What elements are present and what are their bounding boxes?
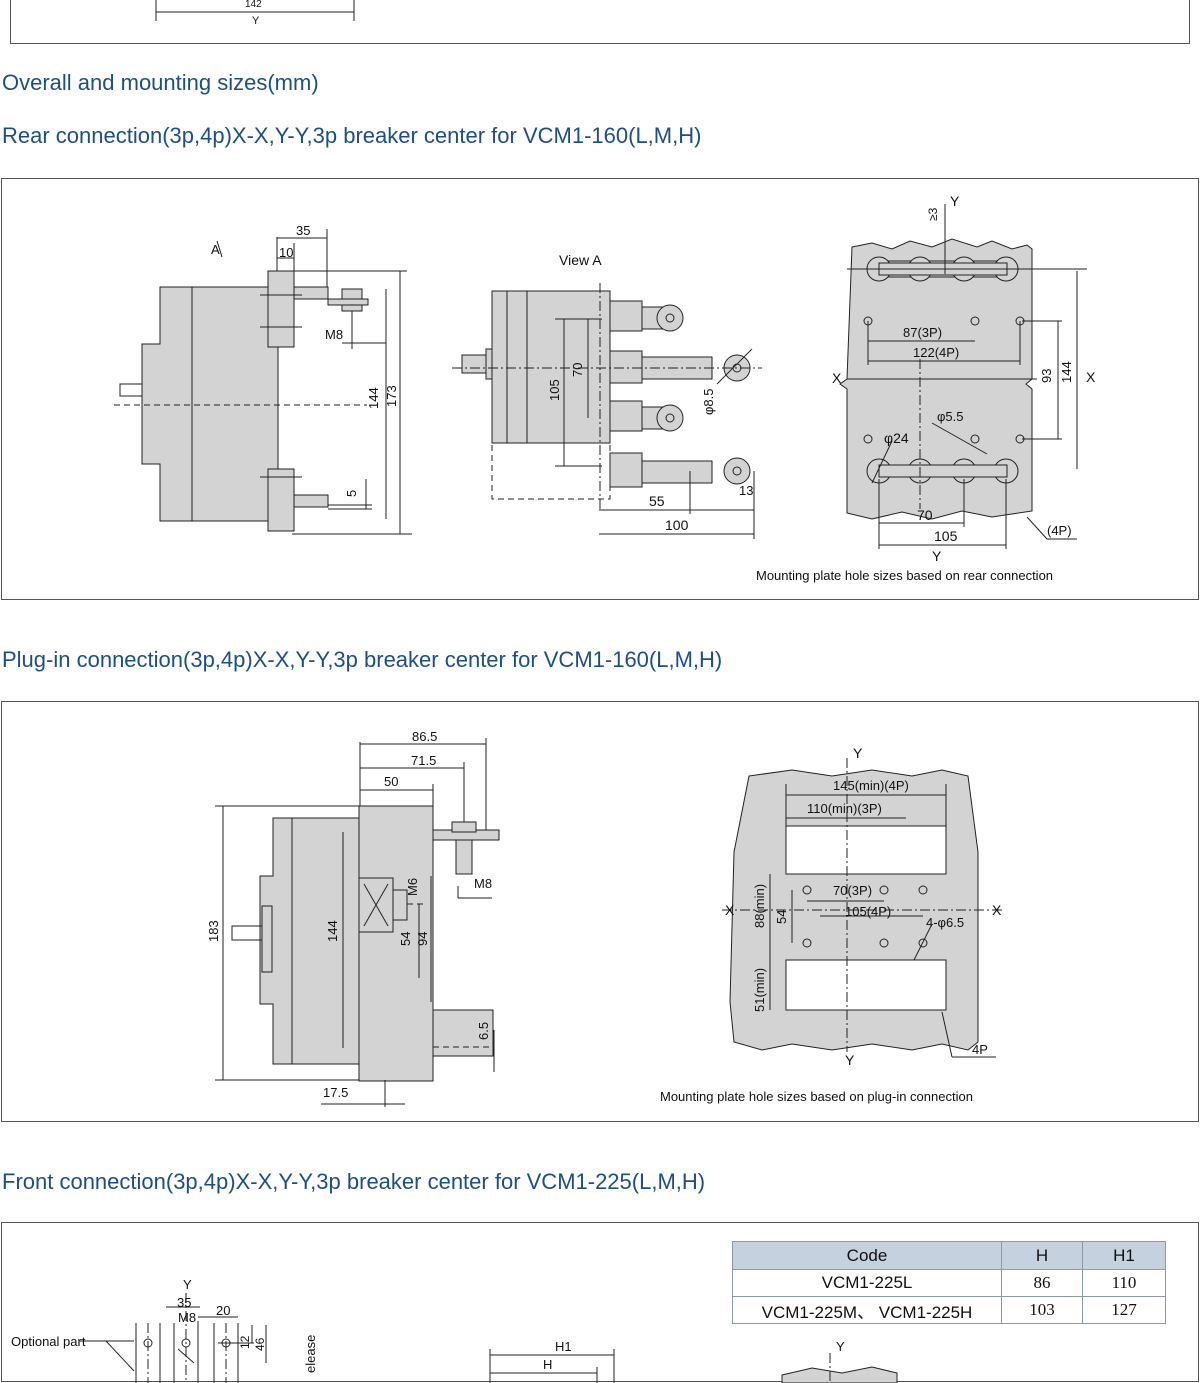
plugin-dim-54: 54 bbox=[398, 932, 413, 946]
plugin-plate-dim-110: 110(min)(3P) bbox=[807, 801, 882, 816]
front-dim-h: H bbox=[543, 1357, 552, 1372]
plate-dim-105: 105 bbox=[934, 528, 958, 544]
rear-connection-heading: Rear connection(3p,4p)X-X,Y-Y,3p breaker… bbox=[2, 123, 702, 148]
plate-label-4p: (4P) bbox=[1047, 523, 1072, 538]
plate-label-y-top: Y bbox=[950, 193, 960, 209]
plugin-plate-dim-105: 105(4P) bbox=[845, 904, 891, 919]
plate-dim-70: 70 bbox=[917, 507, 933, 523]
front-dim-12: 12 bbox=[238, 1335, 252, 1349]
view-a-dim-55: 55 bbox=[649, 493, 665, 509]
front-dim-20: 20 bbox=[216, 1303, 230, 1318]
plugin-caption: Mounting plate hole sizes based on plug-… bbox=[660, 1089, 973, 1104]
plugin-side-view bbox=[215, 738, 500, 1107]
plugin-mounting-plate bbox=[722, 758, 1002, 1058]
plate-label-phi55: φ5.5 bbox=[937, 409, 964, 424]
view-a-dim-100: 100 bbox=[665, 517, 689, 533]
plugin-dim-65: 6.5 bbox=[476, 1022, 491, 1040]
table-row: VCM1-225M、 VCM1-225H 103 127 bbox=[732, 1296, 1166, 1324]
plate-dim-87: 87(3P) bbox=[903, 325, 942, 340]
model-dimension-table: Code H H1 VCM1-225L 86 110 VCM1-225M、 VC… bbox=[732, 1241, 1166, 1324]
section-title: Overall and mounting sizes(mm) bbox=[2, 70, 319, 95]
view-a-title: View A bbox=[559, 252, 602, 268]
plugin-connection-heading: Plug-in connection(3p,4p)X-X,Y-Y,3p brea… bbox=[2, 647, 723, 672]
dim-y: Y bbox=[252, 15, 260, 27]
plate-dim-122: 122(4P) bbox=[913, 345, 959, 360]
front-label-m8: M8 bbox=[178, 1310, 196, 1325]
rear-dim-35: 35 bbox=[296, 223, 310, 238]
plugin-plate-holes: 4-φ6.5 bbox=[926, 915, 964, 930]
plugin-label-m6: M6 bbox=[405, 878, 420, 896]
plugin-dim-94: 94 bbox=[415, 932, 430, 946]
plugin-dim-183: 183 bbox=[206, 920, 221, 942]
front-connection-heading: Front connection(3p,4p)X-X,Y-Y,3p breake… bbox=[2, 1169, 706, 1194]
front-label-y: Y bbox=[183, 1277, 192, 1292]
plate-dim-93: 93 bbox=[1039, 369, 1054, 383]
rear-view-a bbox=[452, 283, 762, 539]
front-label-release: elease bbox=[303, 1335, 318, 1373]
table-cell-h1: 110 bbox=[1082, 1269, 1166, 1297]
plate-dim-144: 144 bbox=[1059, 361, 1074, 383]
rear-dim-10: 10 bbox=[279, 245, 293, 260]
plate-label-phi24: φ24 bbox=[884, 430, 909, 446]
table-cell-code: VCM1-225M、 VCM1-225H bbox=[732, 1296, 1002, 1324]
front-plate-y: Y bbox=[836, 1339, 845, 1354]
plugin-connection-frame: 86.5 71.5 50 183 144 M6 M8 54 94 6.5 17.… bbox=[1, 701, 1199, 1122]
plugin-plate-dim-145: 145(min)(4P) bbox=[833, 778, 909, 793]
plugin-dim-144: 144 bbox=[325, 920, 340, 942]
plugin-plate-dim-70: 70(3P) bbox=[833, 883, 872, 898]
rear-connection-drawing: A 35 10 M8 144 173 5 bbox=[114, 193, 1096, 583]
front-label-optional: Optional part bbox=[11, 1334, 86, 1349]
plugin-label-m8: M8 bbox=[474, 876, 492, 891]
front-dim-35: 35 bbox=[177, 1295, 191, 1310]
rear-dim-5: 5 bbox=[344, 490, 359, 497]
view-a-dim-105: 105 bbox=[547, 379, 562, 401]
top-diagram-fragment: 142 Y bbox=[155, 0, 355, 27]
plugin-dim-865: 86.5 bbox=[412, 729, 437, 744]
plugin-dim-50: 50 bbox=[384, 774, 398, 789]
view-a-dim-13: 13 bbox=[739, 483, 753, 498]
dim-142: 142 bbox=[245, 0, 262, 10]
plugin-dim-175: 17.5 bbox=[323, 1085, 348, 1100]
table-header-h: H bbox=[1001, 1241, 1083, 1270]
plugin-plate-dim-88: 88(min) bbox=[752, 884, 767, 928]
plugin-plate-x-right: X bbox=[992, 902, 1002, 918]
rear-mounting-plate bbox=[839, 204, 1087, 549]
plugin-plate-y-top: Y bbox=[853, 745, 863, 761]
plugin-plate-4p: 4P bbox=[972, 1042, 988, 1057]
table-cell-h: 86 bbox=[1001, 1269, 1083, 1297]
rear-caption: Mounting plate hole sizes based on rear … bbox=[756, 568, 1053, 583]
plate-label-y-bottom: Y bbox=[932, 548, 942, 564]
plugin-plate-x-left: X bbox=[725, 902, 735, 918]
rear-label-m8: M8 bbox=[325, 327, 343, 342]
plate-label-x-left: X bbox=[832, 370, 842, 386]
table-header-code: Code bbox=[732, 1241, 1002, 1270]
plugin-plate-dim-51: 51(min) bbox=[752, 968, 767, 1012]
rear-side-view bbox=[114, 229, 412, 535]
table-header-row: Code H H1 bbox=[732, 1241, 1166, 1270]
view-a-dim-70: 70 bbox=[570, 363, 585, 377]
plugin-plate-dim-54: 54 bbox=[774, 910, 789, 924]
table-cell-h1: 127 bbox=[1082, 1296, 1166, 1324]
plate-label-x-right: X bbox=[1086, 369, 1096, 385]
rear-label-a: A bbox=[211, 242, 220, 257]
front-dim-h1: H1 bbox=[555, 1339, 572, 1354]
table-row: VCM1-225L 86 110 bbox=[732, 1269, 1166, 1297]
rear-dim-144: 144 bbox=[366, 387, 381, 409]
table-cell-code: VCM1-225L bbox=[732, 1269, 1002, 1297]
top-diagram-frame: 142 Y bbox=[10, 0, 1190, 44]
plugin-plate-y-bottom: Y bbox=[845, 1052, 855, 1068]
table-header-h1: H1 bbox=[1082, 1241, 1166, 1270]
table-cell-h: 103 bbox=[1001, 1296, 1083, 1324]
rear-connection-frame: A 35 10 M8 144 173 5 bbox=[1, 178, 1199, 600]
plate-label-ge3: ≥3 bbox=[926, 207, 940, 221]
front-dim-46: 46 bbox=[253, 1337, 267, 1351]
plugin-connection-drawing: 86.5 71.5 50 183 144 M6 M8 54 94 6.5 17.… bbox=[206, 729, 1002, 1107]
view-a-phi85: φ8.5 bbox=[701, 388, 716, 415]
plugin-dim-715: 71.5 bbox=[411, 753, 436, 768]
rear-dim-173: 173 bbox=[384, 385, 399, 407]
